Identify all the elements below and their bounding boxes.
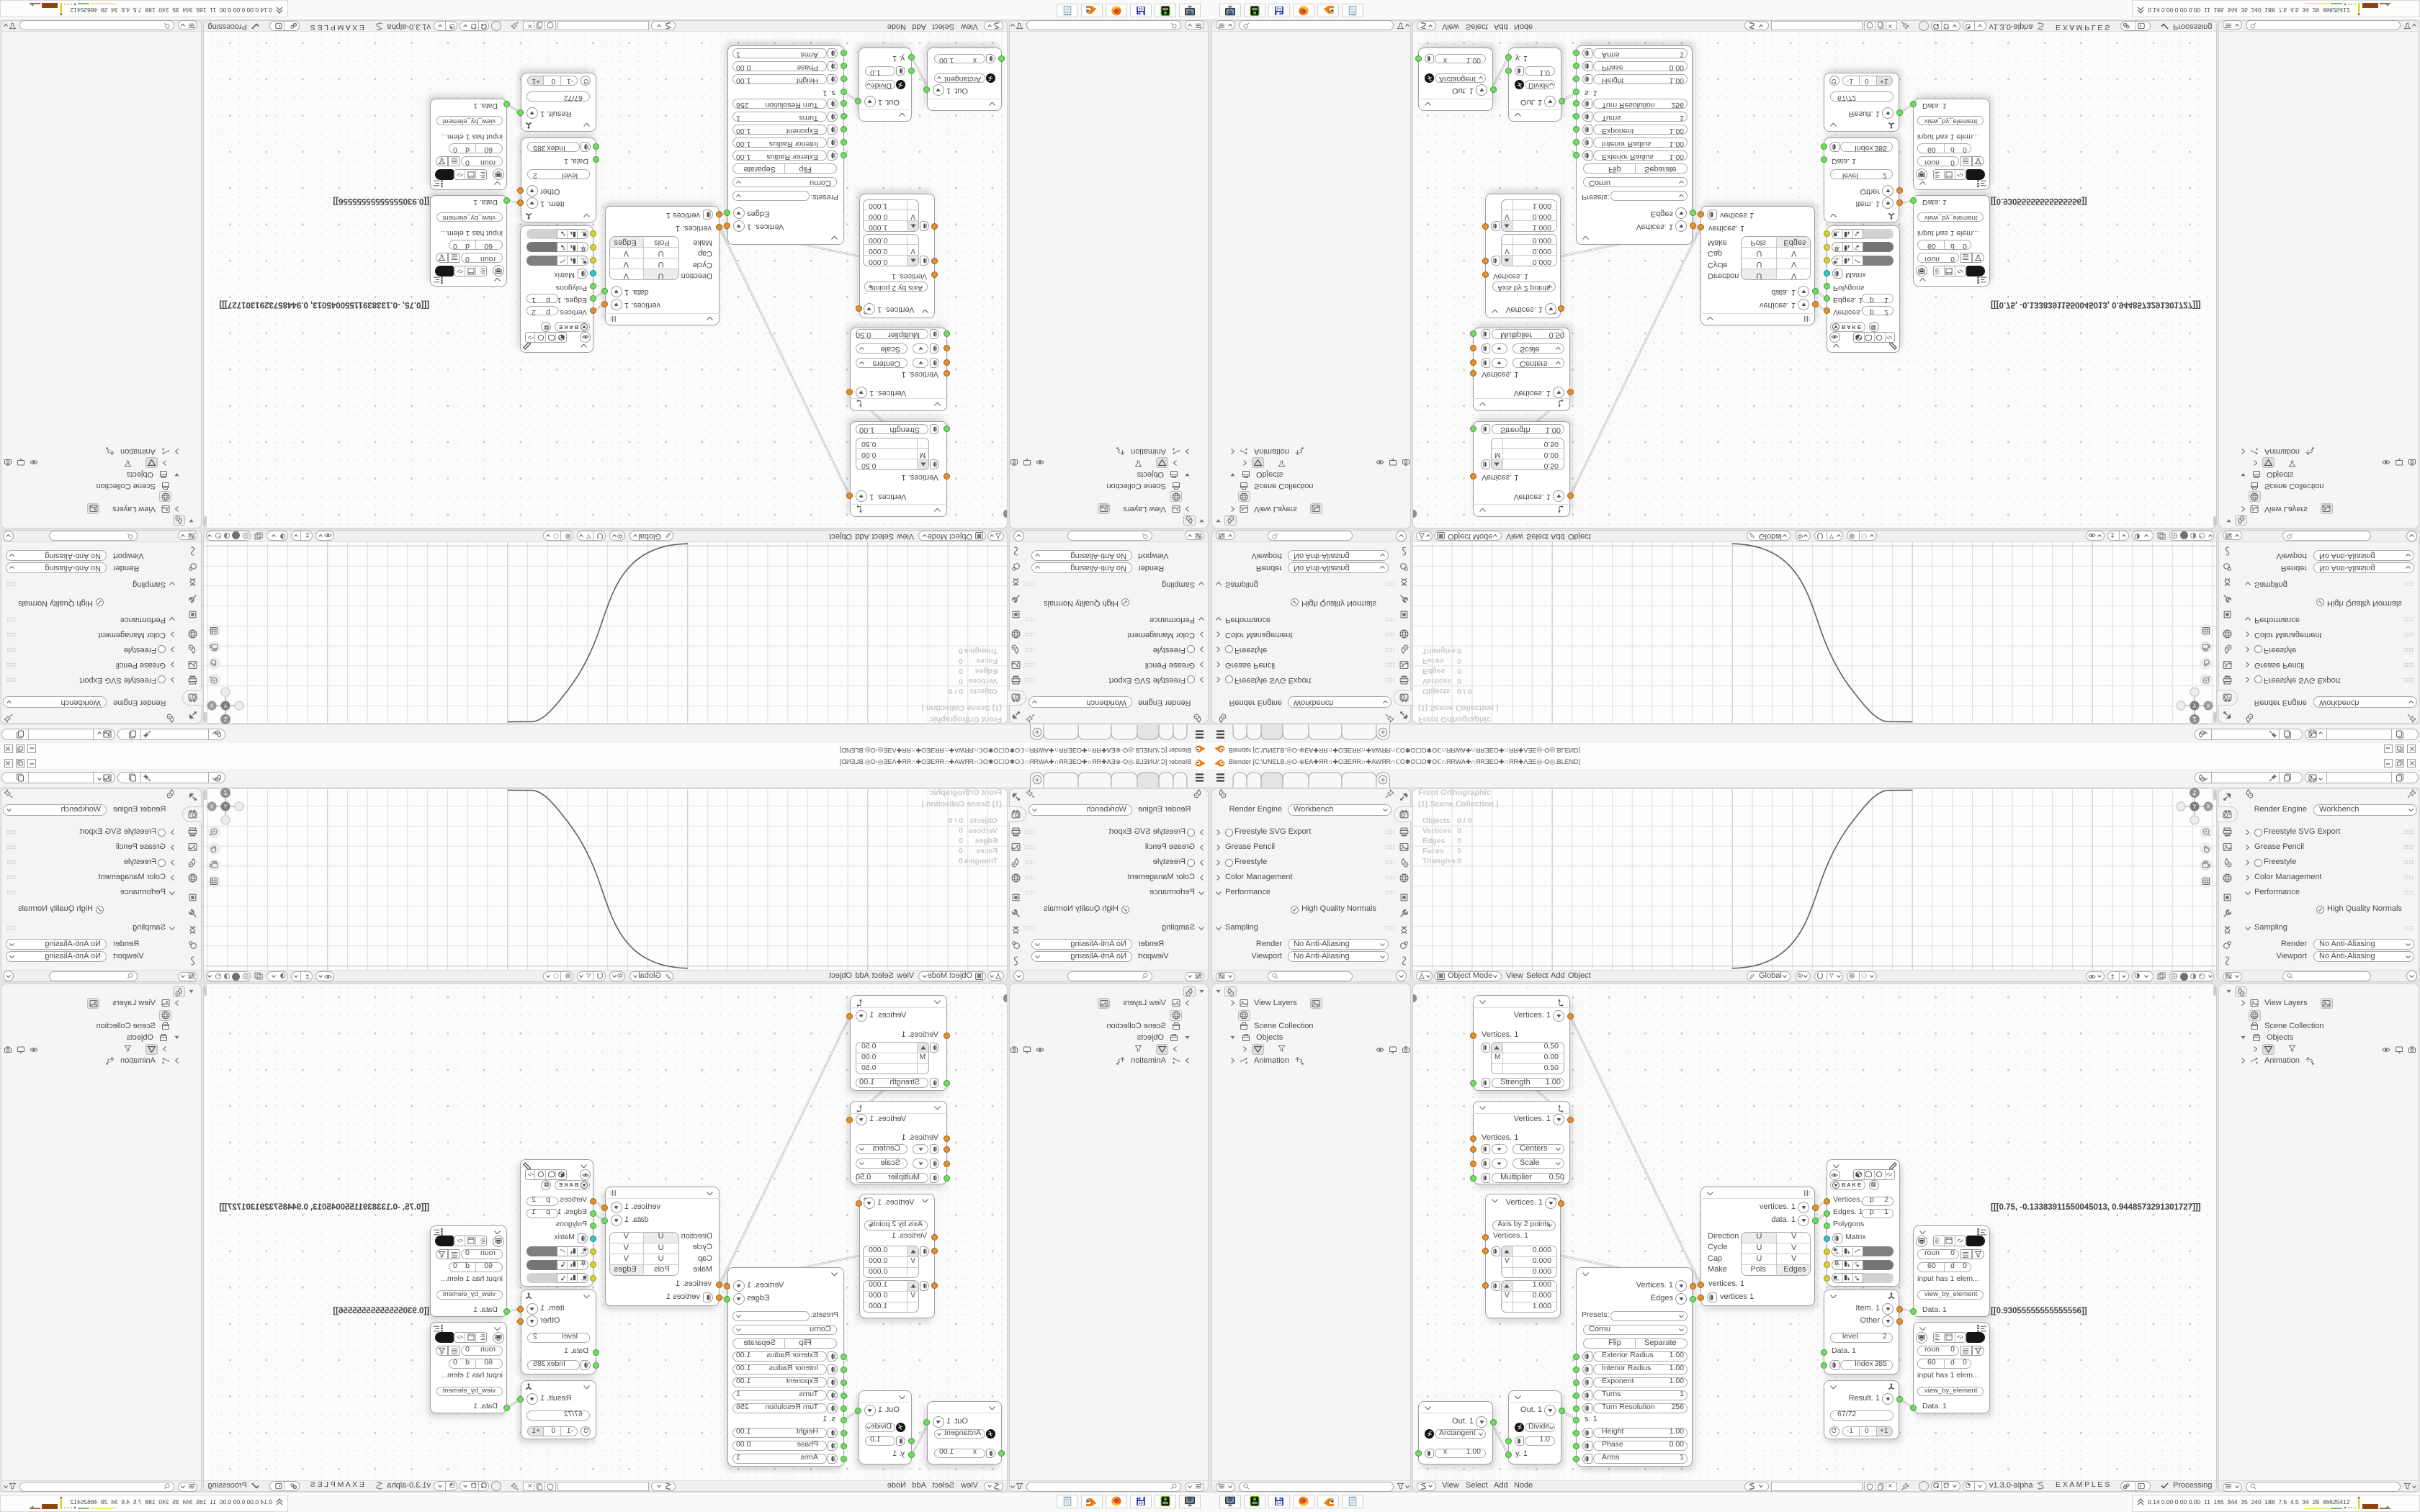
svg-text:Z: Z <box>2193 790 2197 796</box>
svg-text:X: X <box>210 702 214 708</box>
svg-text:Z: Z <box>223 716 227 722</box>
svg-text:64: 64 <box>1277 1501 1281 1506</box>
svg-text:64: 64 <box>1277 6 1281 11</box>
svg-text:Y: Y <box>2192 702 2197 708</box>
svg-text:X: X <box>2206 804 2210 810</box>
svg-text:64: 64 <box>1139 6 1143 11</box>
svg-text:Y: Y <box>223 702 228 708</box>
svg-text:X: X <box>210 804 214 810</box>
svg-text:Y: Y <box>223 804 228 810</box>
svg-text:Z: Z <box>2193 716 2197 722</box>
svg-text:64: 64 <box>1139 1501 1143 1506</box>
svg-text:Z: Z <box>223 790 227 796</box>
svg-text:X: X <box>2206 702 2210 708</box>
svg-text:Y: Y <box>2192 804 2197 810</box>
